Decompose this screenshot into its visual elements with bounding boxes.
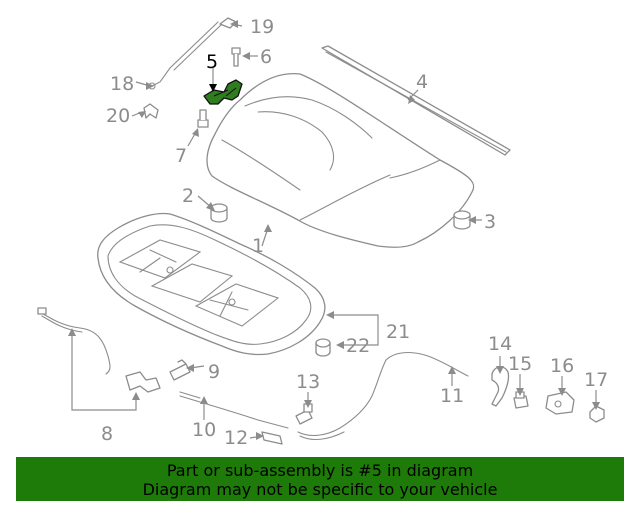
part-13-bolt (295, 403, 313, 425)
part-12-clip (261, 431, 283, 445)
part-17-clip (589, 405, 605, 423)
part-22-bumper (315, 338, 331, 357)
part-18-prop-rod (148, 21, 223, 90)
arrowheads (68, 20, 600, 440)
part-21-hood-insulator (97, 212, 326, 356)
part-5-hood-hinge (203, 79, 243, 105)
part-20-clip (143, 103, 159, 119)
part-8-release-cable (37, 307, 161, 393)
callout-21: 21 (386, 321, 410, 343)
part-6-bolt (231, 47, 241, 67)
callout-11: 11 (440, 385, 464, 407)
callout-14: 14 (488, 333, 512, 355)
part-1-hood-panel (206, 72, 475, 248)
banner-line-part: Part or sub-assembly is #5 in diagram (166, 461, 474, 480)
part-notice-banner: Part or sub-assembly is #5 in diagram Di… (16, 457, 624, 501)
part-11-hood-cable (297, 351, 469, 441)
callout-18: 18 (110, 73, 134, 95)
callout-1: 1 (252, 235, 264, 257)
callout-20: 20 (106, 105, 130, 127)
callout-7: 7 (175, 145, 187, 167)
part-7-bolt (197, 109, 209, 128)
callout-9: 9 (208, 361, 220, 383)
part-2-bumper (210, 203, 228, 223)
callout-3: 3 (484, 211, 496, 233)
callout-8: 8 (101, 423, 113, 445)
callout-15: 15 (508, 353, 532, 375)
callout-labels: 1 2 3 4 5 6 7 8 9 10 11 12 13 14 15 16 1… (101, 16, 608, 449)
part-3-bumper (453, 210, 471, 230)
part-9-bolt (169, 359, 191, 381)
callout-5: 5 (206, 51, 218, 73)
callout-16: 16 (550, 355, 574, 377)
leader-lines (71, 23, 597, 439)
part-15-bolt (513, 391, 529, 409)
parts-diagram: 1 2 3 4 5 6 7 8 9 10 11 12 13 14 15 16 1… (37, 16, 608, 449)
part-16-hood-latch (545, 391, 575, 415)
part-10-cable (179, 391, 289, 429)
callout-17: 17 (584, 369, 608, 391)
callout-19: 19 (250, 16, 274, 38)
callout-4: 4 (416, 71, 428, 93)
callout-13: 13 (296, 371, 320, 393)
part-4-weatherstrip (321, 45, 511, 156)
callout-2: 2 (182, 185, 194, 207)
banner-line-disclaimer: Diagram may not be specific to your vehi… (142, 480, 498, 499)
callout-10: 10 (192, 419, 216, 441)
callout-12: 12 (224, 427, 248, 449)
callout-6: 6 (260, 46, 272, 68)
callout-22: 22 (346, 335, 370, 357)
